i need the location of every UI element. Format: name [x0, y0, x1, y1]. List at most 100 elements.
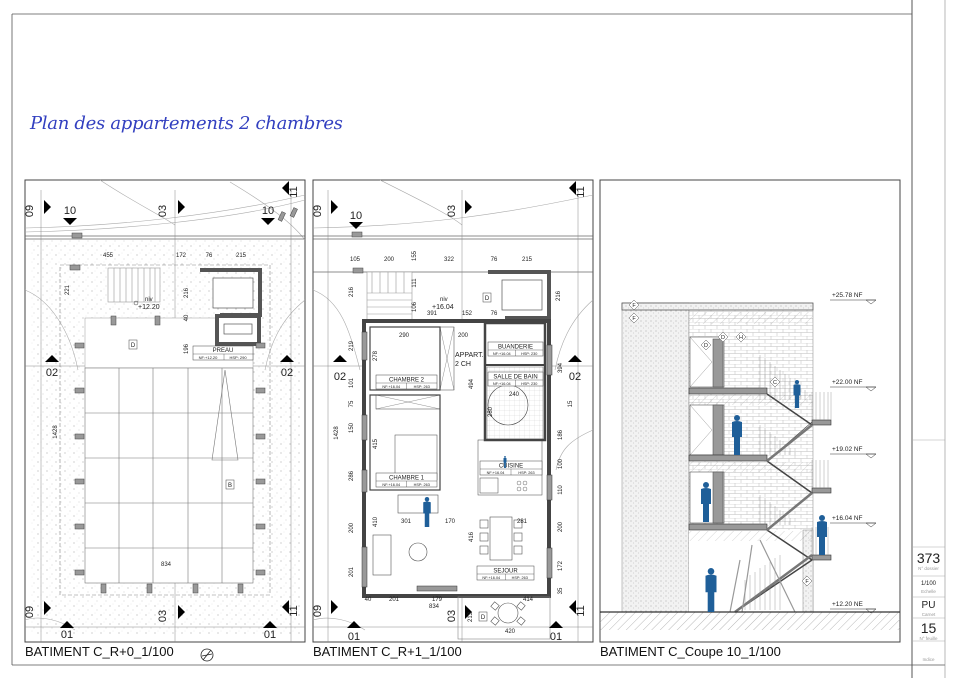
- dimension-label: 281: [517, 519, 528, 525]
- material-tag-icon: [769, 376, 781, 388]
- axis-label: 09: [312, 605, 324, 617]
- material-tag: D: [721, 335, 725, 341]
- axis-label: 01: [348, 631, 360, 643]
- tag-box: [478, 611, 488, 622]
- sheet-number: 15: [920, 620, 937, 636]
- section-marker-icon: [568, 355, 582, 362]
- person-silhouette: [503, 456, 507, 468]
- level-label: +22.00 NF: [832, 379, 863, 386]
- axis-label: 10: [64, 205, 76, 217]
- level-triangle-icon: [865, 608, 877, 614]
- svg-text:niv: niv: [145, 297, 153, 303]
- dimension-label: 391: [427, 311, 438, 317]
- material-tag-icon: [700, 339, 712, 351]
- dimension-label: 100: [558, 458, 564, 469]
- section-marker-icon: [333, 355, 347, 362]
- room-hsp: HSP: 263: [414, 483, 430, 487]
- person-silhouette: [705, 568, 717, 612]
- level-marker: niv +16.04: [432, 297, 454, 311]
- dimension-label: 201: [389, 597, 400, 603]
- carnet-value: PU: [921, 600, 936, 611]
- stair: [107, 267, 161, 303]
- material-tag-icon: [628, 312, 640, 324]
- dimension-label: 215: [236, 253, 247, 259]
- section-marker-icon: [349, 222, 363, 229]
- dimension-label: 215: [522, 257, 533, 263]
- axis-label: 09: [312, 205, 324, 217]
- person-silhouette: [817, 515, 827, 555]
- dimension-label: 420: [505, 629, 516, 635]
- room-name: BUANDERIE: [498, 345, 533, 351]
- dimension-label: 301: [401, 519, 412, 525]
- dimension-label: 35: [558, 587, 564, 594]
- dimension-label: 105: [350, 257, 361, 263]
- dossier-number: 373: [916, 550, 941, 566]
- section-marker-icon: [465, 200, 472, 214]
- axis-label: 03: [157, 205, 169, 217]
- dimension-label: 179: [432, 597, 443, 603]
- sheet-frame: [11, 0, 946, 678]
- tag-label: D: [485, 296, 490, 302]
- room-hsp: HSP: 230: [521, 352, 537, 356]
- dimension-label: 834: [429, 604, 440, 610]
- dimension-label: 106: [412, 301, 418, 312]
- dossier-label: N° dossier: [918, 566, 939, 571]
- dimension-label: 213: [468, 611, 474, 622]
- apartment-label: APPART. 2 CH: [455, 352, 484, 368]
- room-name: CUISINE: [499, 464, 523, 470]
- material-tag-icon: [735, 331, 747, 343]
- tag-label: D: [131, 343, 136, 349]
- soffit-hatch: [689, 312, 813, 541]
- svg-text:2 CH: 2 CH: [455, 361, 471, 368]
- room-nf: NF:+16.04: [487, 471, 505, 475]
- north-arrow-icon: [200, 648, 214, 662]
- room-name: CHAMBRE 2: [389, 378, 425, 384]
- dimension-label: 216: [349, 286, 355, 297]
- level-label: +12.20 NE: [832, 601, 864, 608]
- axis-label: 01: [61, 629, 73, 641]
- svg-text:NF:+12.20: NF:+12.20: [199, 355, 219, 360]
- material-tag: F: [632, 303, 636, 309]
- title-block-carnet: PU Carnet: [912, 600, 945, 618]
- dimension-label: 76: [491, 311, 498, 317]
- dimension-label: 1428: [53, 425, 59, 439]
- material-tag-icon: [801, 575, 813, 587]
- page-title: Plan des appartements 2 chambres: [30, 113, 343, 134]
- section-marker-icon: [261, 218, 275, 225]
- dimension-label: 172: [176, 253, 187, 259]
- dimension-label: 322: [444, 257, 455, 263]
- svg-text:+12.20: +12.20: [138, 304, 160, 311]
- dimension-label: 196: [184, 343, 190, 354]
- axis-label: 10: [262, 205, 274, 217]
- dimension-label: 186: [558, 429, 564, 440]
- dimension-label: 172: [558, 560, 564, 571]
- room-hsp: HSP: 263: [518, 471, 534, 475]
- dimension-label: 416: [469, 531, 475, 542]
- caption-coupe: BATIMENT C_Coupe 10_1/100: [600, 644, 781, 659]
- dimension-label: 394: [558, 362, 564, 373]
- axis-label: 03: [446, 610, 458, 622]
- room-nf: NF:+16.04: [493, 352, 511, 356]
- material-tag: F: [632, 316, 636, 322]
- section-marker-icon: [282, 600, 289, 614]
- caption-r0: BATIMENT C_R+0_1/100: [25, 644, 174, 659]
- caption-r1: BATIMENT C_R+1_1/100: [313, 644, 462, 659]
- terrain-contours: [312, 179, 594, 631]
- dimension-label: 1428: [334, 426, 340, 440]
- section-marker-icon: [549, 621, 563, 628]
- svg-text:HSP: 290: HSP: 290: [229, 355, 247, 360]
- level-triangle-icon: [865, 453, 877, 459]
- dimension-label: 75: [349, 400, 355, 407]
- dimension-label: 216: [556, 290, 562, 301]
- axis-label: 11: [288, 605, 300, 616]
- room-hsp: HSP: 230: [521, 382, 537, 386]
- tag-box: [225, 479, 235, 490]
- person-silhouette: [793, 380, 801, 408]
- dimension-label: 494: [469, 378, 475, 389]
- dimension-label: 170: [445, 519, 456, 525]
- section-marker-icon: [331, 200, 338, 214]
